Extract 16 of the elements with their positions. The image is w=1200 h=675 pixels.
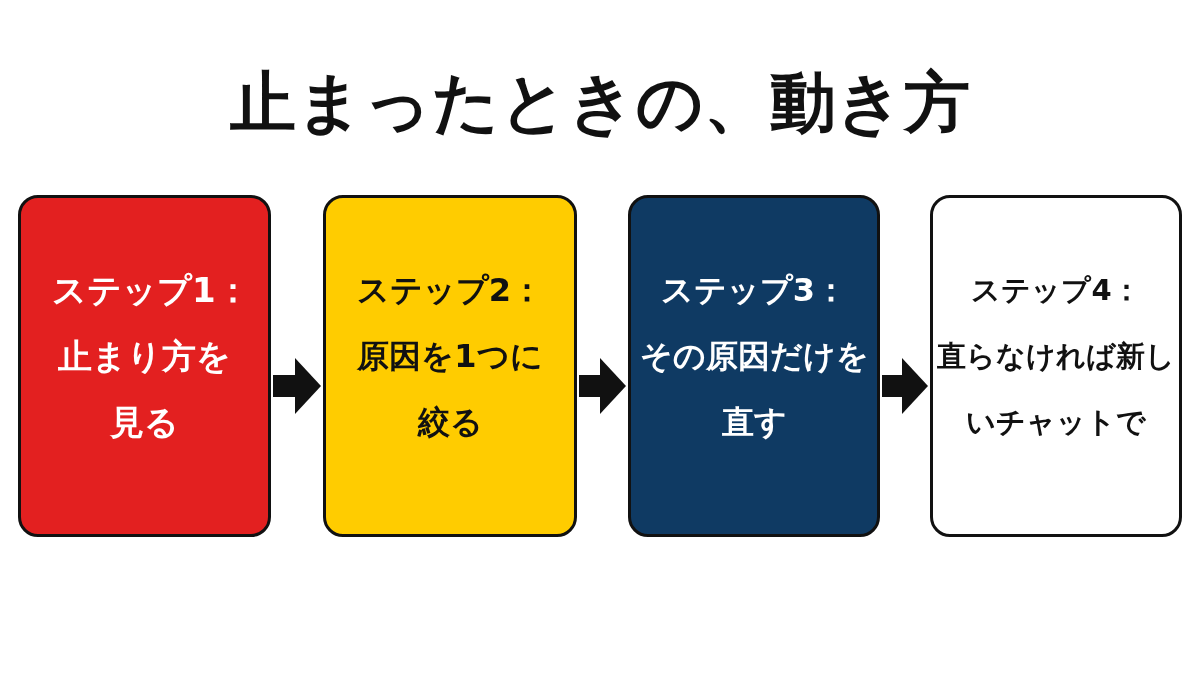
step-text: その原因だけを直す — [638, 336, 870, 443]
arrow — [882, 358, 928, 414]
arrow — [273, 358, 321, 414]
step-text: 原因を1つに絞る — [356, 336, 544, 443]
step-card — [628, 195, 880, 537]
step-heading: ステップ1： — [52, 269, 237, 312]
step-text: 直らなければ新しいチャットで — [936, 338, 1176, 441]
step-heading: ステップ3： — [660, 270, 848, 311]
step-heading: ステップ2： — [356, 270, 544, 311]
step-text: 止まり方を見る — [57, 335, 232, 444]
arrow — [579, 358, 626, 414]
step-card — [323, 195, 577, 537]
step-heading: ステップ4： — [971, 272, 1141, 309]
step-card — [18, 195, 271, 537]
title: 止まったときの、動き方 — [229, 63, 971, 143]
step-card — [930, 195, 1182, 537]
